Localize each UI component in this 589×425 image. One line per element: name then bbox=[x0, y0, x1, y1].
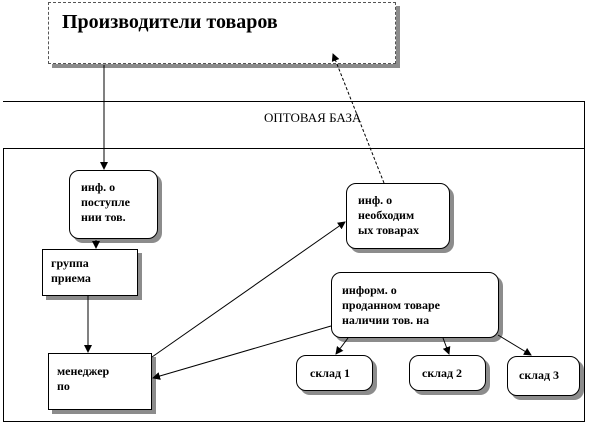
arrow-needed-goods-to-producers bbox=[331, 53, 385, 184]
manager-line: менеджер bbox=[57, 364, 110, 378]
arrow-sold-goods-to-warehouse-2 bbox=[442, 337, 451, 355]
sold-goods-info-line: наличии тов. на bbox=[342, 313, 430, 327]
needed-goods-info-line: ых товарах bbox=[358, 223, 419, 237]
reception-group-line: приема bbox=[51, 271, 91, 285]
warehouse-1-box bbox=[296, 355, 373, 391]
sold-goods-info-line: информ. о bbox=[342, 283, 397, 297]
warehouse-2-box bbox=[409, 355, 486, 391]
arrival-info-line: нии тов. bbox=[81, 210, 126, 224]
arrival-info-line: инф. о bbox=[81, 180, 116, 194]
wholesale-base-header bbox=[3, 101, 585, 149]
arrival-info-line: поступле bbox=[81, 195, 130, 209]
needed-goods-info-line: инф. о bbox=[358, 193, 393, 207]
producers-box bbox=[48, 2, 396, 64]
needed-goods-info-box bbox=[346, 183, 450, 249]
manager-label: менеджер по bbox=[57, 364, 109, 394]
warehouse-3-box bbox=[507, 356, 580, 396]
arrow-manager-to-needed-goods bbox=[151, 221, 346, 358]
reception-group-line: группа bbox=[51, 256, 89, 270]
arrival-info-label: инф. о поступле нии тов. bbox=[81, 180, 130, 225]
arrival-info-box bbox=[69, 170, 158, 239]
needed-goods-info-label: инф. о необходим ых товарах bbox=[358, 193, 419, 243]
warehouse-1-label: склад 1 bbox=[310, 366, 351, 380]
sold-goods-info-label: информ. о проданном товаре наличии тов. … bbox=[342, 283, 440, 335]
producers-title: Производители товаров bbox=[62, 11, 278, 33]
manager-box bbox=[48, 353, 152, 410]
reception-group-label: группа приема bbox=[51, 256, 91, 286]
sold-goods-info-line: проданном товаре bbox=[342, 298, 441, 312]
needed-goods-info-line: необходим bbox=[358, 208, 415, 222]
warehouse-3-label: склад 3 bbox=[519, 368, 560, 382]
arrow-sold-goods-to-warehouse-3 bbox=[497, 334, 532, 356]
arrow-sold-goods-to-manager bbox=[152, 325, 332, 380]
wholesale-base-title: ОПТОВАЯ БАЗА bbox=[264, 110, 362, 125]
arrow-sold-goods-to-warehouse-1 bbox=[335, 337, 349, 355]
reception-group-box bbox=[42, 249, 138, 296]
sold-goods-info-box bbox=[331, 272, 499, 338]
warehouse-2-label: склад 2 bbox=[422, 366, 463, 380]
manager-line: по bbox=[57, 379, 70, 393]
